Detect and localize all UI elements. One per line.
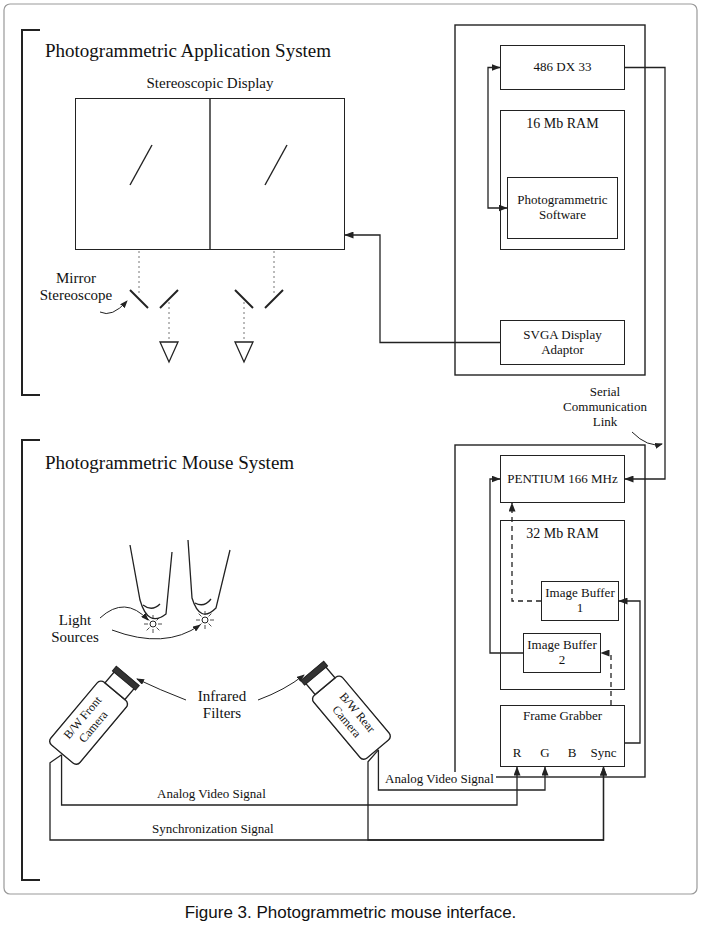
light-rays <box>144 611 214 633</box>
computer-housing <box>455 25 645 375</box>
computer-housing <box>455 445 645 777</box>
processor-box: 486 DX 33 <box>500 45 625 90</box>
signal-cable <box>368 750 604 840</box>
data-path-arrow <box>490 479 523 653</box>
stereo-image-line <box>130 145 152 185</box>
pin-label: G <box>531 746 559 761</box>
group-bracket <box>22 440 40 880</box>
display-heading: Stereoscopic Display <box>146 75 273 92</box>
frame-grabber-box: Frame GrabberRGBSync <box>500 705 625 767</box>
display-screen: Stereoscopic Display <box>75 98 345 250</box>
data-path-arrow <box>619 601 640 743</box>
buffer-box: Image Buffer 1 <box>541 581 619 621</box>
leader-line <box>112 625 200 639</box>
signal-label: Analog Video Signal <box>155 787 268 802</box>
stereo-image-line <box>265 145 287 185</box>
group-title: Photogrammetric Application System <box>45 40 385 62</box>
display-divider <box>209 98 210 250</box>
box-label: SVGA Display Adaptor <box>504 328 621 358</box>
box-label: Image Buffer 1 <box>545 586 615 616</box>
mirror-stereoscope <box>130 290 283 308</box>
box-label: 32 Mb RAM <box>504 526 621 542</box>
group-bracket <box>22 30 40 395</box>
leader-line <box>137 679 186 700</box>
memory-box: Photogrammetric Software 16 Mb RAM <box>500 110 625 250</box>
group-title: Photogrammetric Mouse System <box>45 452 385 474</box>
finger <box>130 540 230 619</box>
callout-label: Mirror Stereoscope <box>30 270 122 305</box>
box-label: 16 Mb RAM <box>504 116 621 132</box>
box-label: 486 DX 33 <box>534 60 592 75</box>
signal-label: Analog Video Signal <box>383 772 496 787</box>
figure-frame <box>4 4 697 894</box>
box-label: Frame Grabber <box>503 709 622 724</box>
camera-body: B/W Front Camera <box>46 662 143 767</box>
signal-label: Serial Communication Link <box>556 385 654 430</box>
signal-cable <box>62 755 517 805</box>
leader-line <box>258 675 304 700</box>
leader-line <box>632 432 662 445</box>
box-label: Image Buffer 2 <box>527 638 597 668</box>
figure-caption: Figure 3. Photogrammetric mouse interfac… <box>0 903 701 923</box>
box-label: PENTIUM 166 MHz <box>507 472 618 487</box>
callout-label: Light Sources <box>42 612 108 647</box>
pin-label: B <box>559 746 585 761</box>
callout-label: Infrared Filters <box>184 688 260 723</box>
data-path-arrow <box>512 503 541 601</box>
data-path-arrow <box>345 235 500 343</box>
processor-box: PENTIUM 166 MHz <box>500 455 625 503</box>
signal-label: Synchronization Signal <box>150 822 276 837</box>
camera-body: B/W Rear Camera <box>296 657 393 762</box>
buffer-box: Image Buffer 2 <box>523 633 601 673</box>
sight-lines <box>139 251 274 340</box>
data-path-arrow <box>488 68 507 209</box>
adaptor-box: SVGA Display Adaptor <box>500 320 625 365</box>
leader-line <box>100 607 148 620</box>
software-box: Photogrammetric Software <box>507 177 618 239</box>
data-path-arrow <box>601 653 611 705</box>
box-label: Photogrammetric Software <box>511 193 614 223</box>
signal-cable <box>50 755 604 840</box>
eye-symbol <box>160 342 253 362</box>
pin-label: Sync <box>585 746 622 761</box>
pin-label: R <box>503 746 531 761</box>
memory-box: Image Buffer 1 Image Buffer 2 32 Mb RAM <box>500 520 625 690</box>
